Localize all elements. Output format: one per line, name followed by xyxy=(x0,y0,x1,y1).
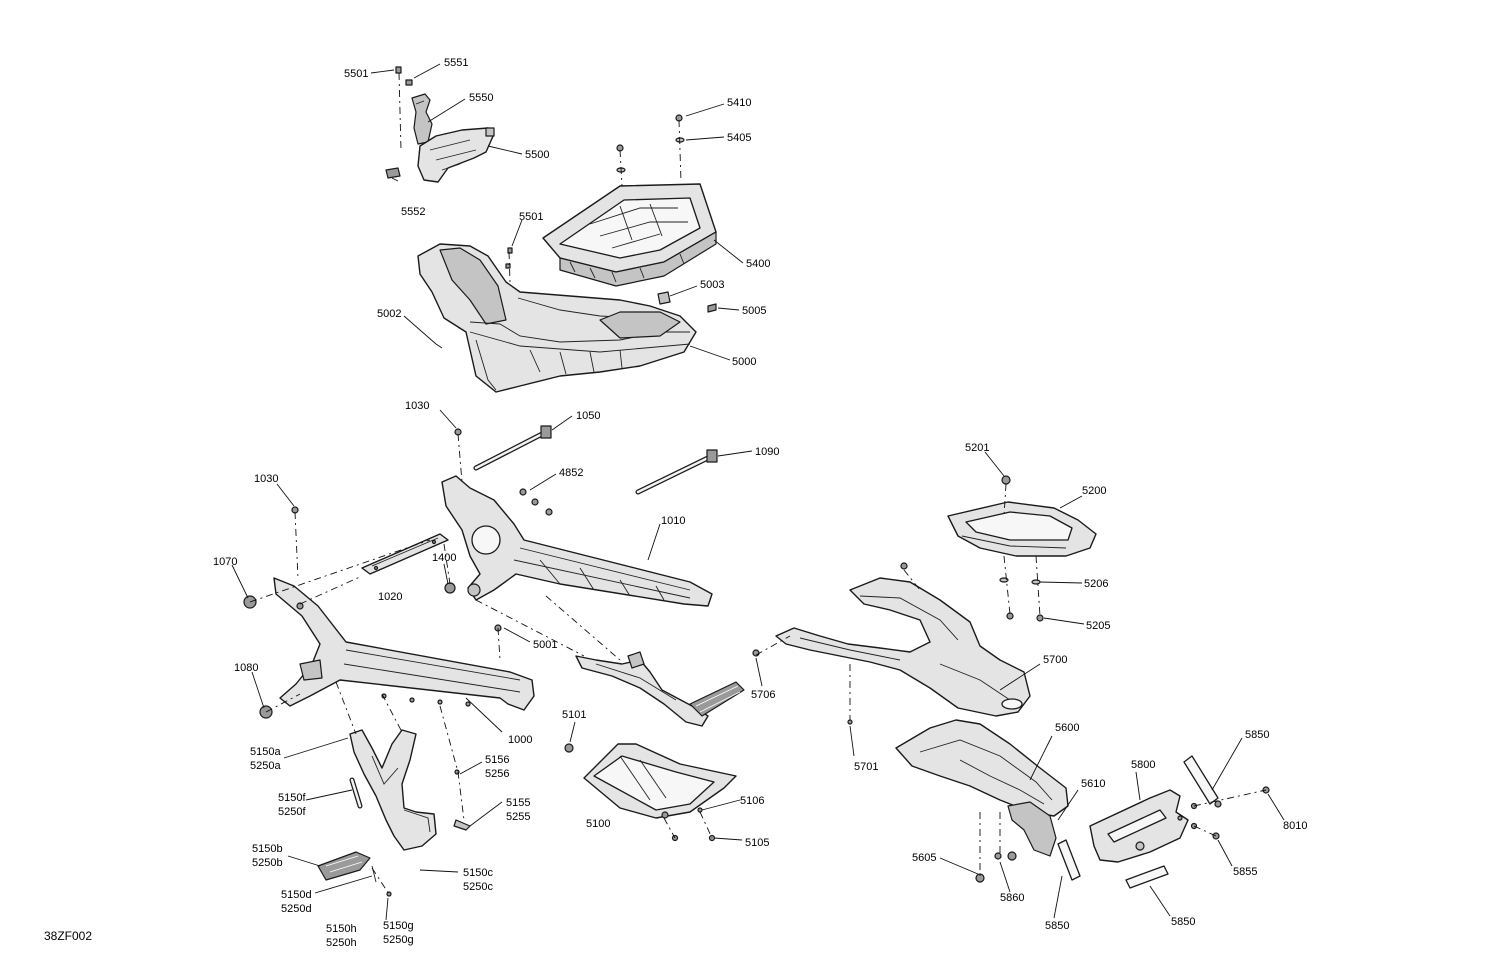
callout-5002: 5002 xyxy=(377,308,401,320)
callout-1010: 1010 xyxy=(661,515,685,527)
callout-5706: 5706 xyxy=(751,689,775,701)
callout-5106: 5106 xyxy=(740,795,764,807)
plate-bracket-5800 xyxy=(1089,786,1270,863)
callout-5551: 5551 xyxy=(444,57,468,69)
latch-assembly xyxy=(385,66,495,183)
callout-1030-left: 1030 xyxy=(254,473,278,485)
upper-frame-1010 xyxy=(441,475,713,607)
callout-1000: 1000 xyxy=(508,734,532,746)
callout-labels: 5501 5551 5550 5500 5552 5410 5405 5501 … xyxy=(213,57,1307,949)
callout-5250c: 5250c xyxy=(463,881,493,893)
callout-5410: 5410 xyxy=(727,97,751,109)
cover-5100 xyxy=(564,743,737,842)
callout-5155: 5155 xyxy=(506,797,530,809)
callout-5150g: 5150g xyxy=(383,920,414,932)
leader-lines xyxy=(231,63,1285,921)
callout-5850-bl: 5850 xyxy=(1045,920,1069,932)
callout-5550: 5550 xyxy=(469,92,493,104)
frame-rods xyxy=(291,425,718,516)
callout-5150d: 5150d xyxy=(281,889,312,901)
callout-1070: 1070 xyxy=(213,556,237,568)
callout-5101: 5101 xyxy=(562,709,586,721)
callout-5000: 5000 xyxy=(732,356,756,368)
rear-subframe-5000 xyxy=(417,243,717,393)
callout-5206: 5206 xyxy=(1084,578,1108,590)
callout-1030-top: 1030 xyxy=(405,400,429,412)
luggage-tray-5400 xyxy=(542,114,717,287)
callout-5250h: 5250h xyxy=(326,937,357,949)
tail-housing-5600 xyxy=(895,719,1069,883)
callout-5610: 5610 xyxy=(1081,778,1105,790)
callout-1050: 1050 xyxy=(576,410,600,422)
callout-1020: 1020 xyxy=(378,591,402,603)
callout-5501-mid: 5501 xyxy=(519,211,543,223)
callout-5800: 5800 xyxy=(1131,759,1155,771)
callout-5105: 5105 xyxy=(745,837,769,849)
callout-5250b: 5250b xyxy=(252,857,283,869)
callout-5500: 5500 xyxy=(525,149,549,161)
document-id: 38ZF002 xyxy=(44,929,92,943)
reflectors-5850 xyxy=(1057,755,1219,889)
callout-5200: 5200 xyxy=(1082,485,1106,497)
callout-5005: 5005 xyxy=(742,305,766,317)
callout-5250d: 5250d xyxy=(281,903,312,915)
callout-8010: 8010 xyxy=(1283,820,1307,832)
lower-frame-1000 xyxy=(243,577,535,719)
callout-4852: 4852 xyxy=(559,467,583,479)
callout-5150h: 5150h xyxy=(326,923,357,935)
callout-5850-br: 5850 xyxy=(1171,916,1195,928)
callout-5605: 5605 xyxy=(912,852,936,864)
alignment-lines xyxy=(249,72,1267,895)
callout-5100: 5100 xyxy=(586,818,610,830)
callout-5205: 5205 xyxy=(1086,620,1110,632)
callout-5003: 5003 xyxy=(700,279,724,291)
callout-5855: 5855 xyxy=(1233,866,1257,878)
callout-5156: 5156 xyxy=(485,754,509,766)
callout-5201: 5201 xyxy=(965,442,989,454)
callout-5700: 5700 xyxy=(1043,654,1067,666)
callout-1090: 1090 xyxy=(755,446,779,458)
footpeg-mid xyxy=(575,651,745,727)
footpeg-bracket-5150a xyxy=(317,729,471,897)
cowl-5200 xyxy=(947,475,1097,622)
callout-5860: 5860 xyxy=(1000,892,1024,904)
callout-5552: 5552 xyxy=(401,206,425,218)
callout-5150c: 5150c xyxy=(463,867,493,879)
callout-5250a: 5250a xyxy=(250,760,281,772)
callout-5001: 5001 xyxy=(533,639,557,651)
rear-fender-5700 xyxy=(752,562,1031,725)
callout-5256: 5256 xyxy=(485,768,509,780)
callout-5501-top: 5501 xyxy=(344,68,368,80)
callout-5255: 5255 xyxy=(506,811,530,823)
callout-5250f: 5250f xyxy=(278,806,306,818)
callout-5850-top: 5850 xyxy=(1245,729,1269,741)
callout-5701: 5701 xyxy=(854,761,878,773)
callout-5150b: 5150b xyxy=(252,843,283,855)
callout-1080: 1080 xyxy=(234,662,258,674)
callout-5405: 5405 xyxy=(727,132,751,144)
callout-5150a: 5150a xyxy=(250,746,281,758)
callout-5250g: 5250g xyxy=(383,934,414,946)
callout-5600: 5600 xyxy=(1055,722,1079,734)
callout-1400: 1400 xyxy=(432,552,456,564)
callout-5150f: 5150f xyxy=(278,792,306,804)
callout-5400: 5400 xyxy=(746,258,770,270)
